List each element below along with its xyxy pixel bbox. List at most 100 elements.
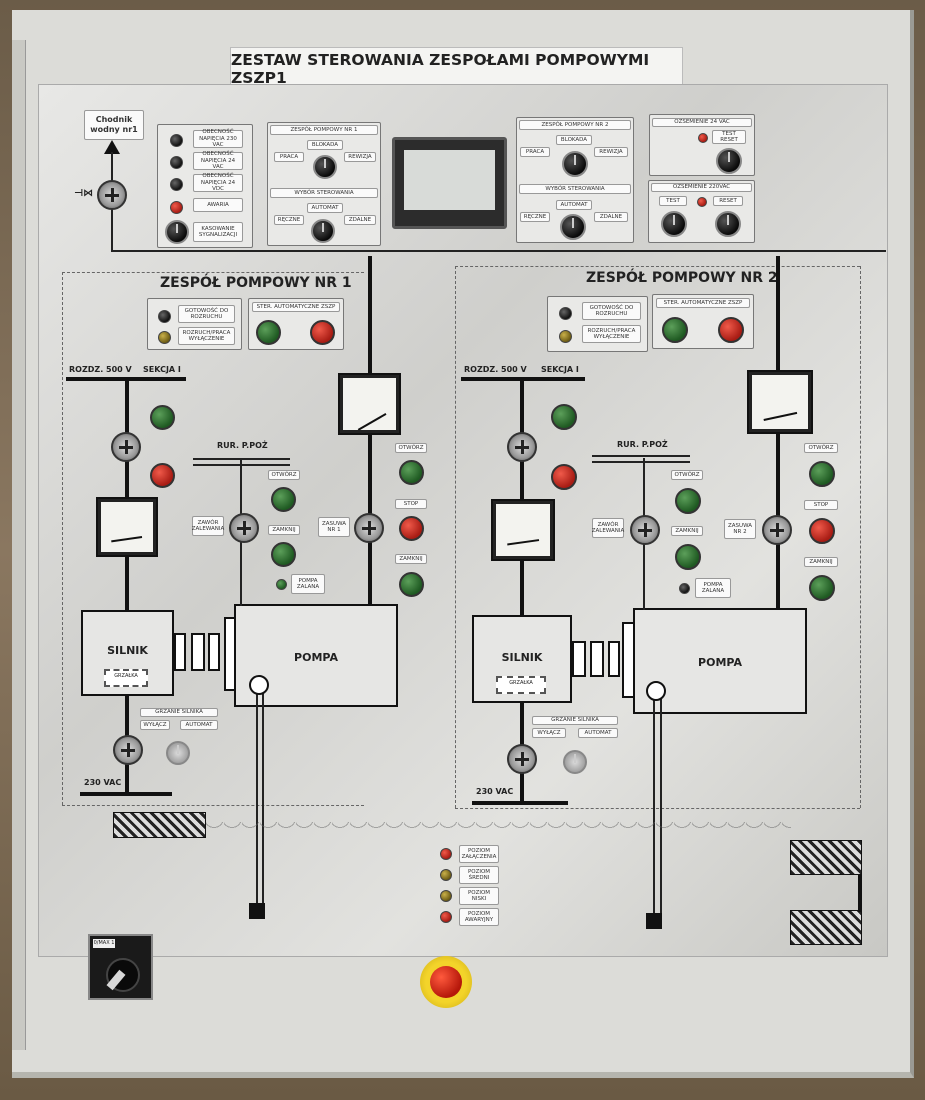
group1-reczne-label: RĘCZNE [274,215,304,225]
hmi-display[interactable] [404,150,495,210]
unit1-230vac-bus [80,792,172,796]
reset-button[interactable] [715,211,741,237]
unit1-filling-valve[interactable] [229,513,259,543]
unit1-fire-pipe-2 [193,464,290,466]
unit2-suction-pipe [653,690,655,916]
lamp-24vac [170,156,183,169]
unit2-dashed-right [860,266,861,808]
level-alarm-label: POZIOM AWARYJNY [459,908,499,926]
unit2-gate-stop-button[interactable] [809,518,835,544]
unit2-gate-close-button[interactable] [809,575,835,601]
unit2-suction-strainer [646,913,662,929]
unit2-fire-pipe [592,455,690,457]
unit1-coupling-c [208,633,220,671]
unit1-auto-start-button[interactable] [256,320,281,345]
unit1-auto-stop-button[interactable] [310,320,335,345]
unit1-valve-open-button[interactable] [271,487,296,512]
unit2-230vac-label: 230 VAC [476,787,514,796]
valve-breaker-top[interactable] [97,180,127,210]
unit1-230vac-label: 230 VAC [84,778,122,787]
group1-rewizja-label: REWIZJA [344,152,376,162]
unit1-suction-inlet [249,675,269,695]
unit2-pompa-zalana-label: POMPA ZALANA [695,578,731,598]
unit1-ammeter [96,497,158,557]
lamp-awaria [170,201,183,214]
unit2-filling-valve[interactable] [630,515,660,545]
unit2-rozruch-lamp [559,330,572,343]
unit2-gate-stop-label: STOP [804,500,838,510]
unit1-valve-close-button[interactable] [271,542,296,567]
group1-blokada-label: BLOKADA [307,140,343,150]
unit1-zawor-label: ZAWÓR ZALEWANIA [192,516,224,536]
unit2-gate-open-button[interactable] [809,461,835,487]
unit1-heater-breaker[interactable] [113,735,143,765]
unit2-heater-switch[interactable] [563,750,587,774]
unit1-motor-breaker[interactable] [111,432,141,462]
group1-zdalne-label: ZDALNE [344,215,376,225]
unit2-gate-close-label: ZAMKNIJ [804,557,838,567]
unit2-auto-start-button[interactable] [662,317,688,343]
unit1-dashed-left [62,272,63,805]
group2-mode-selector[interactable] [562,151,588,177]
unit1-grzanie-label: GRZANIE SILNIKA [140,708,218,717]
unit2-pompa-zalana-lamp [679,583,690,594]
unit2-rozruch-label: ROZRUCH/PRACA WYŁĄCZENIE [582,325,641,343]
unit2-motor-breaker[interactable] [507,432,537,462]
test-button[interactable] [661,211,687,237]
unit1-heater-label: GRZAŁKA [104,669,148,687]
lamp-230vac [170,134,183,147]
unit2-discharge-gate-valve[interactable] [762,515,792,545]
unit2-coupling-c [608,641,620,677]
unit2-pressure-gauge [747,370,813,434]
unit1-header: ZESPÓŁ POMPOWY NR 1 [160,275,352,291]
group2-control-selector[interactable] [560,214,586,240]
unit1-gate-open-button[interactable] [399,460,424,485]
emergency-stop-button[interactable] [430,966,462,998]
unit2-motor-off-button[interactable] [551,464,577,490]
unit2-dashed-bottom [455,808,860,809]
unit2-motor-on-button[interactable] [551,404,577,430]
sump-right-edge [858,874,862,912]
supply-24vac-lamp [698,133,708,143]
sump-wall-left [113,812,206,838]
group1-control-selector[interactable] [311,219,335,243]
level-low-label: POZIOM NISKI [459,887,499,905]
supply-220vac-lamp [697,197,707,207]
sump-wall-right-top [790,840,862,875]
group2-zdalne-label: ZDALNE [594,212,628,222]
unit2-fire-pipe-2 [592,461,690,463]
reset-signal-button[interactable] [165,220,189,244]
label-24vac: OBECNOŚĆ NAPIĘCIA 24 VAC [193,151,243,170]
unit2-header: ZESPÓŁ POMPOWY NR 2 [586,270,778,286]
top-bus-line [111,250,886,252]
unit1-motor-off-button[interactable] [150,463,175,488]
unit1-discharge-gate-valve[interactable] [354,513,384,543]
unit1-gate-stop-button[interactable] [399,516,424,541]
unit2-rur-label: RUR. P.POŻ [617,440,668,449]
unit2-heater-label: GRZAŁKA [496,676,546,694]
unit2-valve-close-button[interactable] [675,544,701,570]
supply-24vac-label: OZSEMIENIE 24 VAC [652,118,752,127]
unit2-valve-open-label: OTWÓRZ [671,470,703,480]
main-power-switch[interactable]: 0/MAX 1 [88,934,153,1000]
unit1-gate-open-label: OTWÓRZ [395,443,427,453]
hmi-touchscreen[interactable] [392,137,507,229]
unit2-valve-open-button[interactable] [675,488,701,514]
test-reset-button[interactable] [716,148,742,174]
group1-mode-selector[interactable] [313,155,337,179]
unit1-heater-switch[interactable] [166,741,190,765]
main-switch-handle[interactable] [106,958,140,992]
unit2-motor-feed-line [520,378,524,616]
unit1-gate-close-button[interactable] [399,572,424,597]
sump-wall-right-bottom [790,910,862,945]
unit1-motor-on-button[interactable] [150,405,175,430]
unit2-heater-breaker[interactable] [507,744,537,774]
unit2-automat-label: AUTOMAT [578,728,618,738]
unit1-rur-label: RUR. P.POŻ [217,441,268,450]
group2-wybor-label: WYBÓR STEROWANIA [519,184,631,194]
unit1-gotowosc-lamp [158,310,171,323]
unit2-coupling-b [590,641,604,677]
unit2-auto-stop-button[interactable] [718,317,744,343]
label-24vdc: OBECNOŚĆ NAPIĘCIA 24 VDC [193,173,243,192]
unit1-gate-close-label: ZAMKNIJ [395,554,427,564]
